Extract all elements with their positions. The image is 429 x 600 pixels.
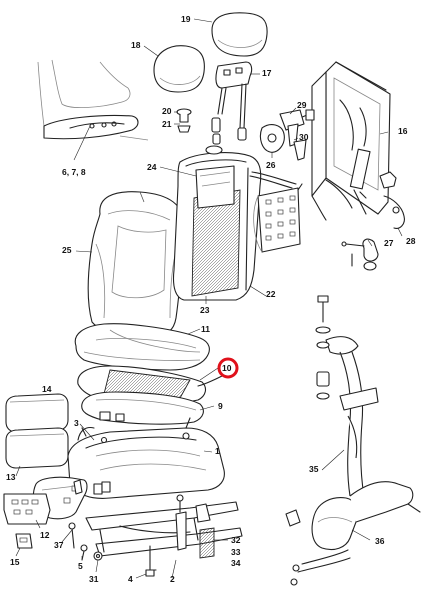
highlight-ring	[217, 357, 239, 379]
callout-36: 36	[375, 536, 385, 546]
seat-belt-35-36	[285, 336, 421, 586]
callout-20: 20	[162, 106, 172, 116]
callout-labels: 19 18 17 20 21 29 30 16 26 24 6, 7, 8 25…	[6, 14, 416, 584]
side-trim-13	[5, 427, 69, 469]
headrest-19	[211, 12, 268, 57]
seat-rails	[80, 494, 243, 577]
lever-rod	[249, 171, 297, 189]
leader-lines	[15, 18, 403, 579]
callout-21: 21	[162, 119, 172, 129]
small-clips	[68, 479, 111, 561]
callout-27: 27	[384, 238, 394, 248]
part-27-28	[341, 195, 405, 271]
callout-25: 25	[62, 245, 72, 255]
callout-4: 4	[128, 574, 133, 584]
callout-33: 33	[231, 547, 241, 557]
callout-35: 35	[309, 464, 319, 474]
cushion-pad-9	[81, 391, 204, 425]
callout-26: 26	[266, 160, 276, 170]
callout-3: 3	[74, 418, 79, 428]
callout-28: 28	[406, 236, 416, 246]
callout-24: 24	[147, 162, 157, 172]
callout-14: 14	[42, 384, 52, 394]
part-26	[259, 124, 285, 153]
callout-23: 23	[200, 305, 210, 315]
bracket-29-30	[279, 109, 315, 161]
seat-side-inset	[37, 59, 149, 141]
callout-10: 10	[222, 363, 232, 373]
lumbar-mat	[253, 183, 303, 253]
guide-sleeves-20-21	[176, 108, 247, 145]
callout-37: 37	[54, 540, 64, 550]
backrest-cover-25	[87, 191, 185, 337]
callout-22: 22	[266, 289, 276, 299]
callout-15: 15	[10, 557, 20, 567]
callout-2: 2	[170, 574, 175, 584]
callout-19: 19	[181, 14, 191, 24]
callout-34: 34	[231, 558, 241, 568]
callout-16: 16	[398, 126, 408, 136]
callout-31: 31	[89, 574, 99, 584]
callout-6-7-8: 6, 7, 8	[62, 167, 86, 177]
switch-panel	[3, 493, 51, 525]
callout-32: 32	[231, 535, 241, 545]
callout-13: 13	[6, 472, 16, 482]
switch-15	[15, 533, 33, 549]
side-trim-14	[5, 393, 69, 433]
headrest-18	[153, 45, 205, 93]
callout-9: 9	[218, 401, 223, 411]
seat-cushion-11	[74, 323, 210, 371]
callout-18: 18	[131, 40, 141, 50]
seat-frame-1-3	[67, 417, 225, 499]
backrest-frame-22-23-24	[172, 145, 262, 301]
rear-frame-16	[299, 61, 397, 221]
belt-bolt-stack	[315, 295, 331, 400]
callout-1: 1	[215, 446, 220, 456]
callout-29: 29	[297, 100, 307, 110]
callout-30: 30	[299, 132, 309, 142]
callout-11: 11	[201, 324, 210, 334]
callout-17: 17	[262, 68, 272, 78]
headrest-guide-17	[215, 61, 253, 129]
callout-5: 5	[78, 561, 83, 571]
callout-12: 12	[40, 530, 50, 540]
